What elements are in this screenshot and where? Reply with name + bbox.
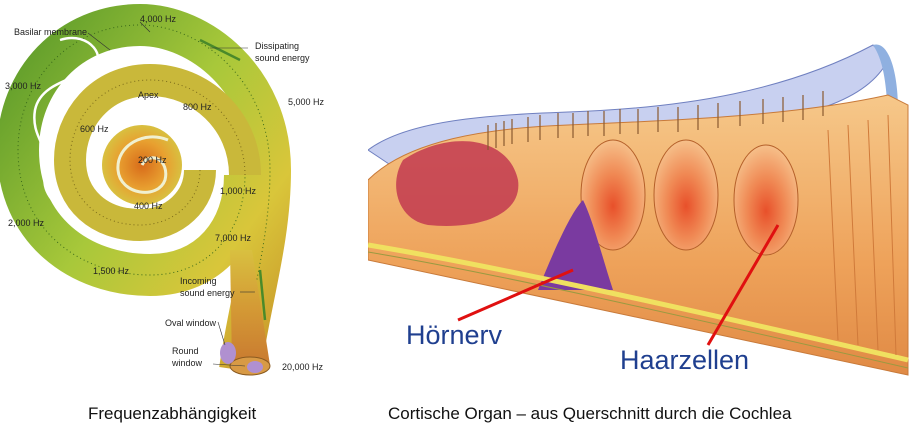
label-hoernerv: Hörnerv [406, 320, 503, 350]
label-apex: Apex [138, 90, 159, 100]
outer-spiral-ribs [17, 24, 271, 371]
label-2000hz: 2,000 Hz [8, 218, 45, 228]
caption-frequency-dependence: Frequenzabhängigkeit [88, 404, 257, 423]
stereocilia-tufts [487, 91, 824, 150]
cochlea-base-tail [230, 250, 270, 365]
inner-sulcus-region [396, 141, 519, 226]
middle-spiral-turn [53, 63, 261, 242]
dissipating-energy-arrow [199, 38, 241, 62]
nerve-fiber-band [367, 242, 909, 363]
leader-4000 [139, 21, 151, 33]
label-1000hz: 1,000 Hz [220, 186, 257, 196]
label-400hz: 400 Hz [134, 201, 163, 211]
label-oval-window: Oval window [165, 318, 217, 328]
hair-cell-3 [733, 144, 799, 256]
label-200hz: 200 Hz [138, 155, 167, 165]
corti-cross-section [367, 44, 909, 376]
label-incoming-energy: Incoming sound energy [180, 276, 235, 298]
leader-round [212, 363, 246, 367]
caption-organ-of-corti: Cortische Organ – aus Querschnitt durch … [388, 404, 792, 423]
oval-window-shape [220, 342, 236, 364]
label-4000hz: 4,000 Hz [140, 14, 177, 24]
label-3000hz: 3,000 Hz [5, 81, 42, 91]
label-7000hz: 7,000 Hz [215, 233, 252, 243]
organ-of-corti-illustration: Hörnerv Haarzellen [367, 20, 913, 388]
label-haarzellen: Haarzellen [620, 345, 750, 375]
leader-oval [217, 321, 226, 346]
label-dissipating-energy: Dissipating sound energy [255, 41, 310, 63]
pointer-hoernerv [457, 268, 574, 322]
tunnel-of-corti [538, 200, 613, 290]
outer-support-cells [827, 114, 897, 356]
label-round-window: Round window [172, 346, 203, 368]
round-window-shape [247, 361, 263, 373]
cochlea-spiral-illustration [0, 3, 292, 376]
basilar-layer-line [367, 251, 909, 369]
label-1500hz: 1,500 Hz [93, 266, 130, 276]
leader-basilar [87, 32, 111, 51]
label-5000hz: 5,000 Hz [288, 97, 325, 107]
label-800hz: 800 Hz [183, 102, 212, 112]
label-basilar-membrane: Basilar membrane [14, 27, 88, 37]
apex-helix-line [116, 135, 169, 194]
label-600hz: 600 Hz [80, 124, 109, 134]
label-20000hz: 20,000 Hz [282, 362, 324, 372]
hair-cell-1 [580, 139, 646, 251]
hair-cell-2 [653, 139, 719, 251]
pointer-haarzellen [706, 224, 780, 346]
cochlea-frequency-diagram: Basilar membrane 4,000 Hz Dissipating so… [0, 0, 340, 390]
basilar-membrane-line [33, 36, 100, 232]
incoming-energy-arrow [258, 269, 267, 321]
